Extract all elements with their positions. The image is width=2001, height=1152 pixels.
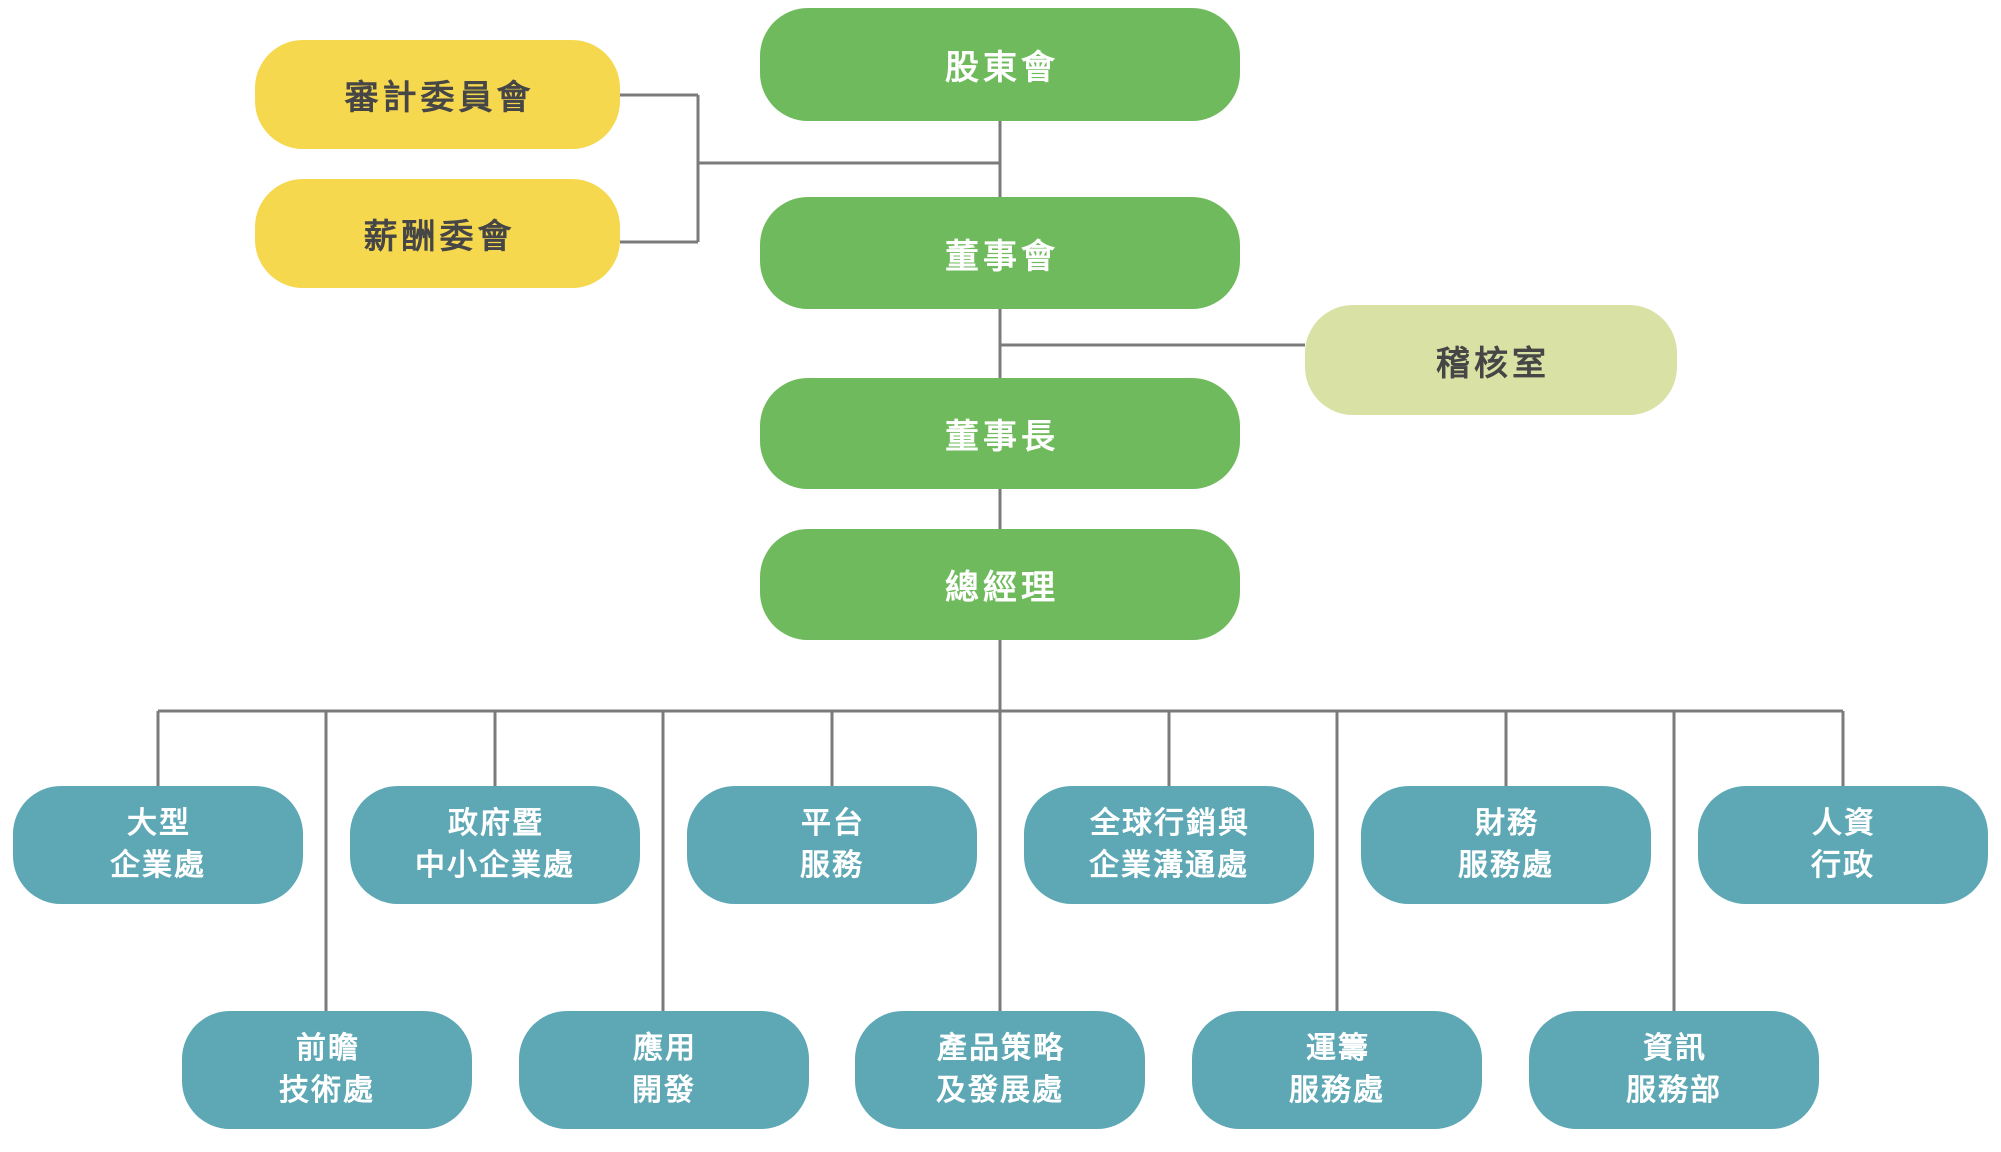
org-node-label: 平台服務 [800, 807, 865, 882]
org-node-global-marketing-comm: 全球行銷與企業溝通處 [1024, 786, 1314, 904]
org-node-label: 審計委員會 [344, 79, 535, 117]
org-node-large-enterprise-div: 大型企業處 [13, 786, 303, 904]
org-node-label: 前瞻技術處 [279, 1032, 375, 1107]
org-node-label: 人資行政 [1811, 807, 1876, 882]
org-node-shareholders-meeting: 股東會 [760, 8, 1240, 121]
org-node-app-development: 應用開發 [519, 1011, 809, 1129]
org-node-gov-sme-div: 政府暨中小企業處 [350, 786, 640, 904]
org-node-label: 應用開發 [632, 1032, 697, 1107]
org-node-label: 董事會 [945, 237, 1059, 276]
org-node-hr-admin: 人資行政 [1698, 786, 1988, 904]
org-node-label: 大型企業處 [110, 807, 206, 882]
org-node-advanced-tech-div: 前瞻技術處 [182, 1011, 472, 1129]
org-node-label: 政府暨中小企業處 [415, 807, 575, 882]
org-node-product-strategy-div: 產品策略及發展處 [855, 1011, 1145, 1129]
org-node-label: 運籌服務處 [1289, 1032, 1385, 1107]
org-node-info-services-dept: 資訊服務部 [1529, 1011, 1819, 1129]
org-node-chairman: 董事長 [760, 378, 1240, 489]
org-node-compensation-committee: 薪酬委會 [255, 179, 620, 288]
org-node-board-of-directors: 董事會 [760, 197, 1240, 309]
org-node-label: 資訊服務部 [1626, 1032, 1722, 1107]
org-node-platform-services: 平台服務 [687, 786, 977, 904]
org-node-label: 薪酬委會 [363, 218, 516, 256]
org-node-label: 股東會 [945, 49, 1059, 87]
org-node-label: 財務服務處 [1458, 807, 1554, 882]
org-node-finance-services-div: 財務服務處 [1361, 786, 1651, 904]
org-node-label: 董事長 [945, 418, 1059, 456]
org-node-audit-office: 稽核室 [1305, 305, 1677, 415]
org-node-logistics-services-div: 運籌服務處 [1192, 1011, 1482, 1129]
org-node-general-manager: 總經理 [760, 529, 1240, 640]
org-node-label: 總經理 [945, 569, 1059, 607]
org-node-label: 全球行銷與企業溝通處 [1089, 807, 1250, 882]
org-node-audit-committee: 審計委員會 [255, 40, 620, 149]
org-node-label: 產品策略及發展處 [936, 1032, 1065, 1107]
org-node-label: 稽核室 [1436, 344, 1550, 383]
